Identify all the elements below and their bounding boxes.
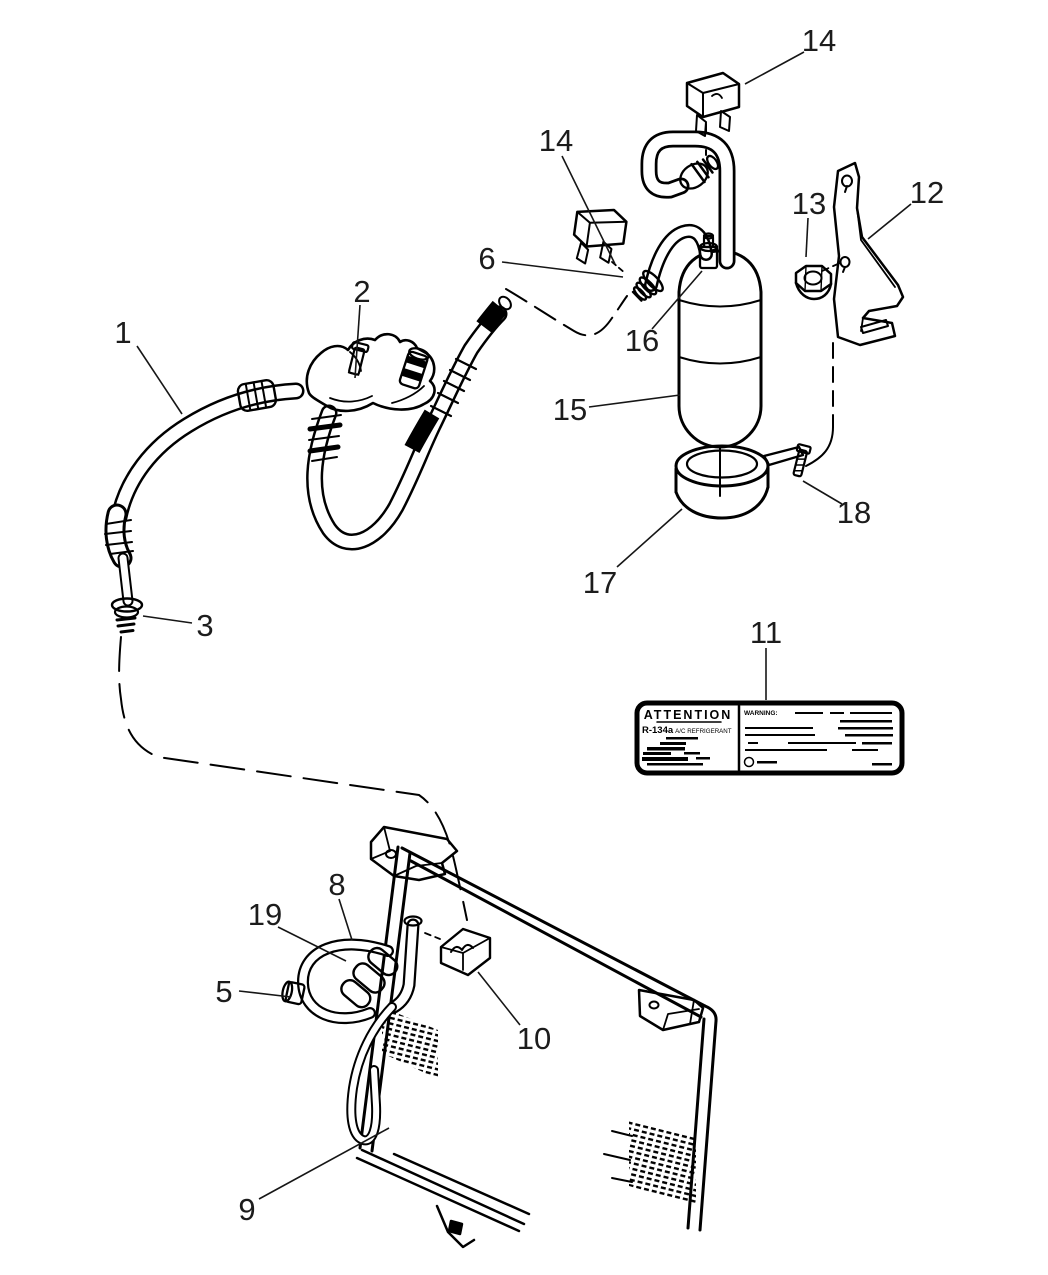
suction-hose-branch — [306, 295, 512, 551]
callout-2: 2 — [353, 274, 370, 309]
label-warning-title: WARNING: — [744, 710, 778, 717]
label-fine-print-left — [642, 737, 710, 766]
routing-hose-to-accumulator — [505, 288, 628, 337]
leader-9 — [258, 1127, 390, 1200]
condenser-bottom-edge — [355, 1148, 531, 1249]
callout-19: 19 — [248, 897, 282, 932]
accumulator-assembly — [572, 71, 905, 520]
callout-17: 17 — [583, 565, 617, 600]
fitting-grommet-block — [340, 946, 399, 1009]
callout-3: 3 — [196, 608, 213, 643]
callout-9: 9 — [238, 1192, 255, 1227]
leader-10 — [477, 971, 521, 1026]
leader-2 — [354, 304, 361, 379]
routing-pipe-to-clip — [424, 932, 441, 940]
callout-18: 18 — [837, 495, 871, 530]
hose-boot-ribs — [104, 519, 134, 555]
callout-13: 13 — [792, 186, 826, 221]
leader-17 — [616, 508, 683, 568]
callout-14-side: 14 — [539, 123, 573, 158]
hose-end-nipple — [498, 295, 512, 311]
condenser-fin-stubs — [603, 1130, 633, 1183]
callouts: 1 2 3 5 6 8 9 10 11 12 13 14 14 15 16 17… — [114, 23, 944, 1227]
hose-end-collar — [476, 300, 508, 333]
condenser-fins-right — [629, 1119, 696, 1206]
sealing-cap — [281, 980, 306, 1006]
flange-nut — [794, 264, 833, 301]
routing-bracket-to-strap-tail — [805, 426, 834, 467]
tube-clip-side — [572, 208, 628, 265]
leader-13 — [805, 217, 809, 258]
callout-10: 10 — [517, 1021, 551, 1056]
callout-8: 8 — [328, 867, 345, 902]
leader-3 — [142, 615, 193, 624]
leader-6 — [501, 261, 624, 278]
leader-8 — [338, 898, 353, 941]
leader-18 — [802, 480, 843, 505]
callout-14-top: 14 — [802, 23, 836, 58]
hose-ribs-lower — [307, 414, 343, 462]
condenser-loop-tube — [296, 938, 394, 1025]
callout-12: 12 — [910, 175, 944, 210]
condenser-fins-left — [382, 1007, 438, 1079]
hose-ribs-upper — [429, 357, 478, 418]
callout-1: 1 — [114, 315, 131, 350]
callout-6: 6 — [478, 241, 495, 276]
leader-5 — [238, 990, 292, 998]
callout-5: 5 — [215, 974, 232, 1009]
condenser-frame — [358, 845, 718, 1232]
condenser — [281, 825, 718, 1249]
condenser-bracket-top-left — [369, 825, 459, 882]
crimp-collar — [236, 378, 278, 413]
manifold-bolt — [347, 341, 370, 376]
accumulator-outlet-tube — [640, 130, 736, 270]
callout-16: 16 — [625, 323, 659, 358]
tube-clip-top — [685, 71, 741, 137]
callout-11: 11 — [750, 615, 782, 650]
tube-clip — [439, 927, 492, 977]
label-attention-title: ATTENTION — [644, 708, 733, 722]
leader-15 — [588, 394, 681, 408]
hose-fitting-3 — [110, 597, 144, 634]
mounting-bracket — [832, 161, 905, 347]
leader-1 — [136, 345, 183, 415]
leader-14-top — [744, 51, 805, 85]
service-port — [398, 347, 430, 390]
hose-sleeve-band — [404, 409, 440, 454]
leader-12 — [867, 203, 912, 240]
pressure-port-16 — [698, 232, 719, 270]
tube-end-fitting — [679, 154, 720, 190]
label-logo-icon — [743, 756, 755, 768]
strap-screw — [792, 443, 812, 478]
inlet-fitting-6 — [631, 269, 664, 302]
leader-lines — [136, 51, 912, 1200]
liquid-hose-branch — [104, 382, 305, 607]
accumulator-inlet-tube — [644, 223, 713, 292]
hose-assembly — [104, 295, 512, 634]
condenser-liquid-tube — [346, 1002, 397, 1146]
leader-19 — [277, 926, 347, 962]
label-fine-print-right — [745, 712, 893, 766]
leader-16 — [651, 270, 703, 330]
leader-14-side — [561, 155, 616, 265]
callout-15: 15 — [553, 392, 587, 427]
condenser-bracket-top-right — [637, 988, 705, 1032]
